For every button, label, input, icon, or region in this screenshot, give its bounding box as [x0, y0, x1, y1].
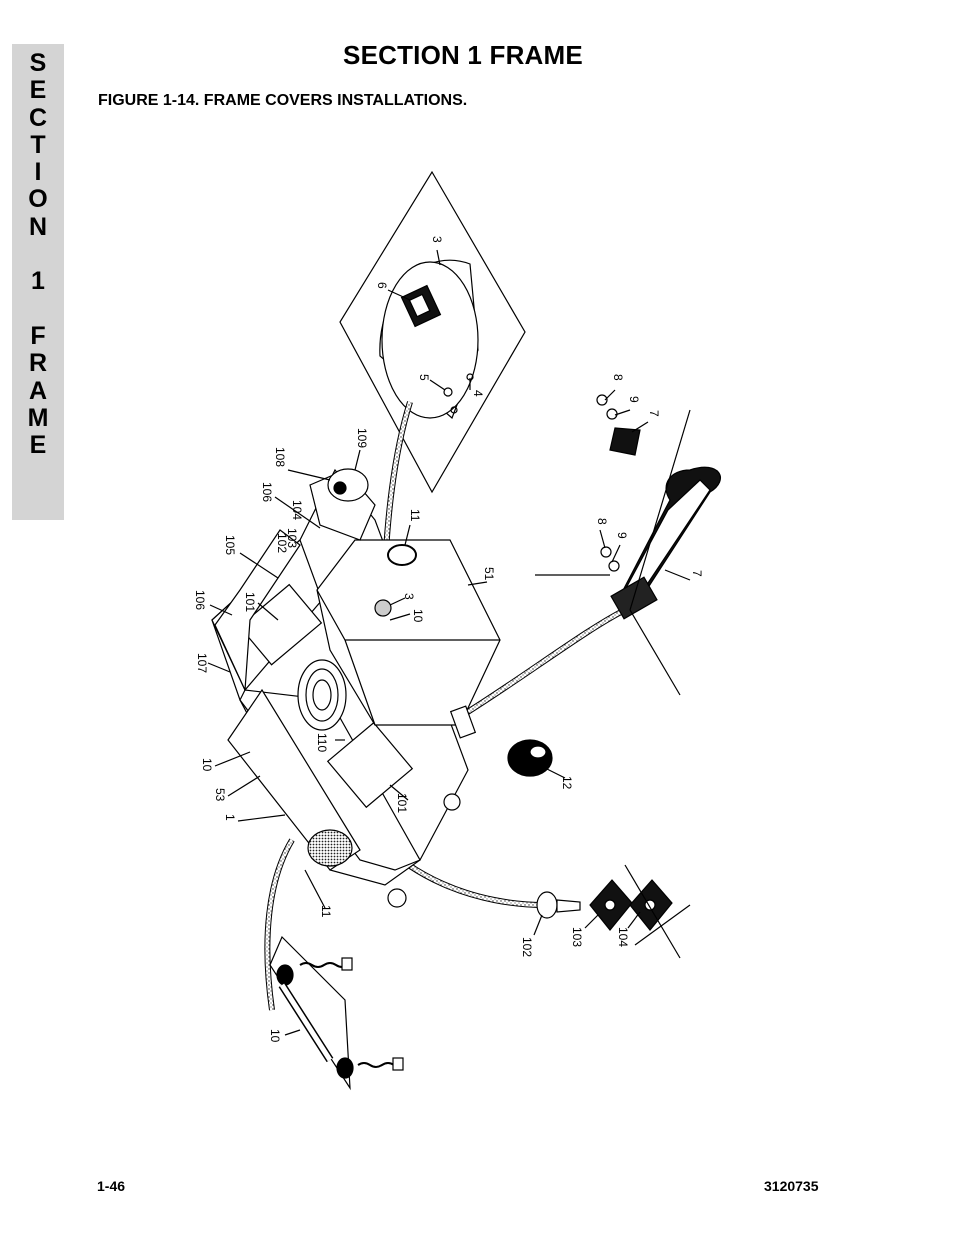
- side-tab-letter: F: [30, 321, 46, 350]
- side-tab-letter: T: [30, 130, 46, 159]
- fill-cap: [507, 739, 553, 777]
- section-side-tab: S E C T I O N 1 F R A M E: [12, 44, 64, 520]
- callout-3: 3: [430, 236, 444, 243]
- callout-9: 9: [627, 396, 641, 403]
- callout-103: 103: [570, 927, 584, 947]
- side-tab-letter: M: [27, 403, 49, 432]
- callout-8: 8: [595, 518, 609, 525]
- callout-9: 9: [615, 532, 629, 539]
- callout-5: 5: [417, 374, 431, 381]
- side-tab-letters: S E C T I O N 1 F R A M E: [12, 49, 64, 460]
- callout-1: 1: [223, 814, 237, 821]
- callout-101: 101: [243, 592, 257, 612]
- callout-10: 10: [411, 609, 425, 623]
- footer-document-number: 3120735: [764, 1178, 819, 1194]
- side-tab-letter: C: [28, 103, 48, 132]
- footer-page-number: 1-46: [97, 1178, 126, 1194]
- callout-4: 4: [471, 390, 485, 397]
- side-tab-letter: A: [28, 376, 48, 405]
- callout-106: 106: [193, 590, 207, 610]
- callout-105: 105: [223, 535, 237, 555]
- callout-10: 10: [200, 758, 214, 772]
- callout-103: 103: [285, 528, 299, 548]
- callout-104: 104: [290, 500, 304, 520]
- spring-fastener-lower: [357, 1057, 404, 1071]
- side-tab-letter: E: [29, 431, 47, 460]
- section-title: SECTION 1 FRAME: [343, 40, 583, 70]
- callout-108: 108: [273, 447, 287, 467]
- callout-104: 104: [616, 927, 630, 947]
- figure-caption: FIGURE 1-14. FRAME COVERS INSTALLATIONS.: [98, 92, 468, 109]
- edge-plate: [214, 529, 301, 691]
- callout-53: 53: [213, 788, 227, 802]
- callout-109: 109: [355, 428, 369, 448]
- callout-106: 106: [260, 482, 274, 502]
- spring-fastener-upper: [299, 957, 353, 971]
- callout-101: 101: [395, 793, 409, 813]
- left-side-cover: [227, 688, 361, 871]
- callout-51: 51: [482, 567, 496, 581]
- callout-7: 7: [647, 410, 661, 417]
- retaining-clip-upper: [609, 427, 641, 456]
- turntable-ring: [297, 659, 347, 731]
- side-tab-letter: R: [28, 349, 48, 378]
- callout-11: 11: [408, 509, 422, 522]
- callout-102: 102: [520, 937, 534, 957]
- side-tab-letter: 1: [31, 267, 45, 296]
- frame-panel-upper: [238, 583, 323, 666]
- callout-102: 102: [275, 533, 289, 553]
- side-tab-letter: N: [28, 212, 48, 241]
- side-tab-letter: I: [34, 158, 42, 187]
- callout-12: 12: [560, 776, 574, 790]
- callout-3: 3: [402, 593, 416, 600]
- callout-6: 6: [375, 282, 389, 289]
- side-tab-letter: E: [29, 76, 47, 105]
- vent-mesh: [307, 829, 353, 867]
- box-cover: [316, 539, 501, 726]
- callout-11: 11: [319, 905, 333, 918]
- callout-8: 8: [611, 374, 625, 381]
- quarter-turn-fastener: [536, 891, 581, 919]
- callout-10: 10: [268, 1029, 282, 1043]
- callout-107: 107: [195, 653, 209, 673]
- callout-110: 110: [315, 733, 329, 752]
- side-tab-letter: S: [29, 49, 47, 77]
- side-tab-letter: O: [28, 185, 48, 214]
- callout-7: 7: [690, 570, 704, 577]
